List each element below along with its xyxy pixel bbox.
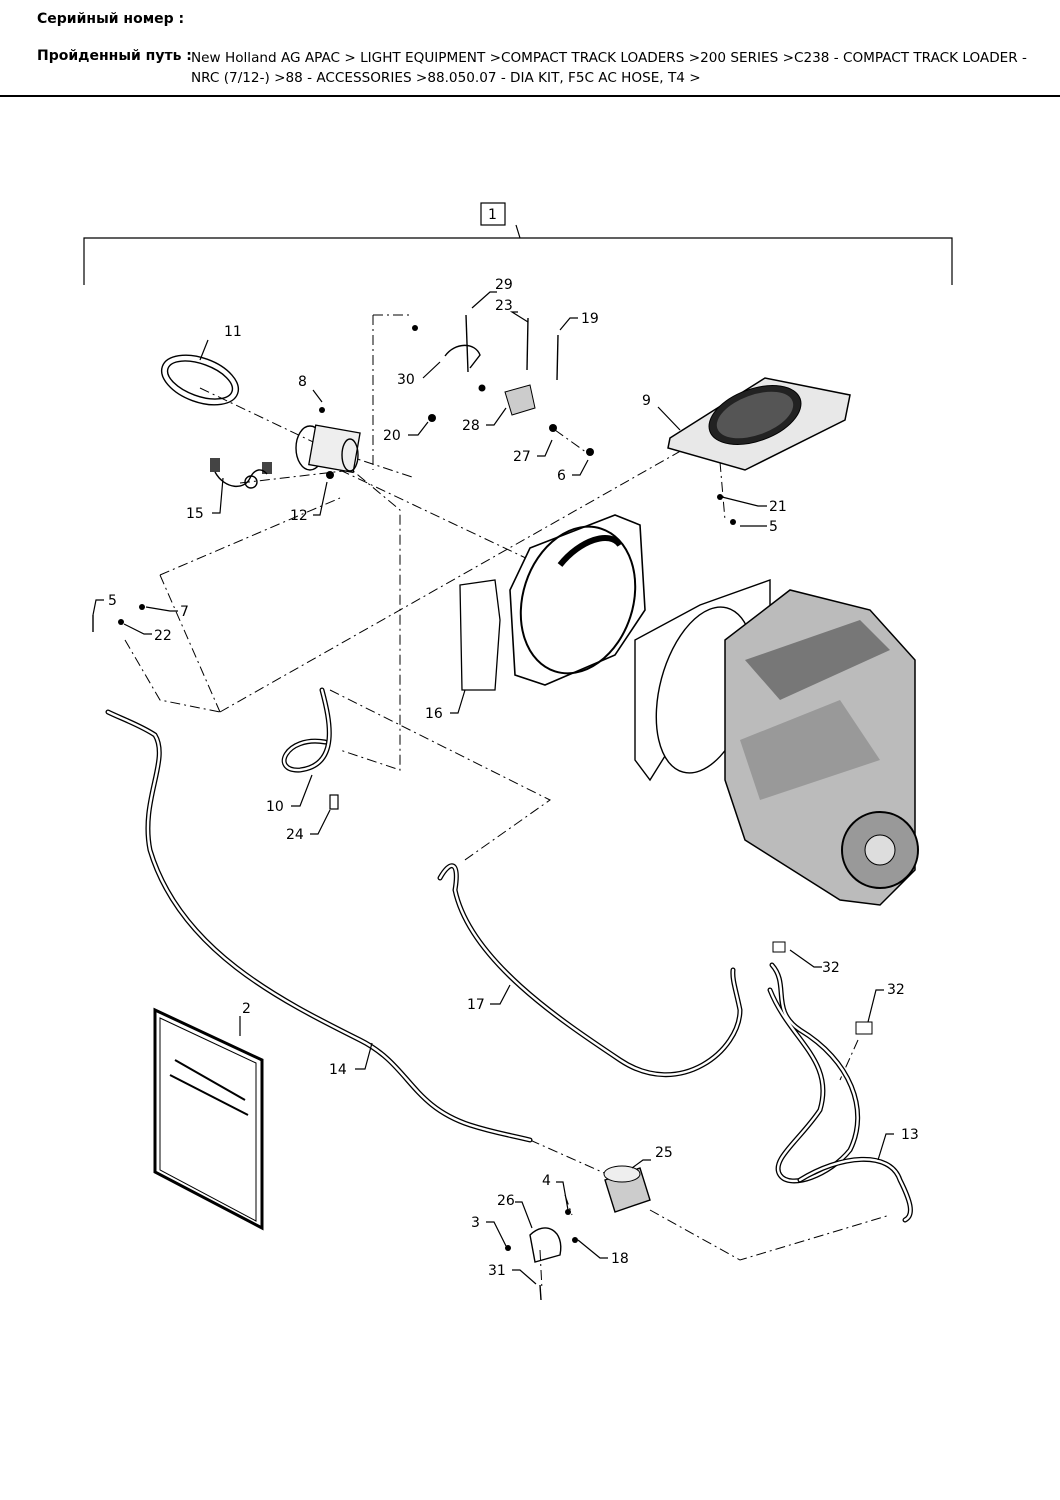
callout-7: 7 (180, 604, 189, 620)
callout-2: 2 (242, 1001, 251, 1017)
callout-labels: 29 23 19 11 30 8 9 20 28 27 6 15 12 21 5… (108, 277, 919, 1279)
callout-25: 25 (655, 1145, 673, 1161)
callout-10: 10 (266, 799, 284, 815)
connection-lines (124, 314, 891, 1291)
callout-19: 19 (581, 311, 599, 327)
callout-9: 9 (642, 393, 651, 409)
breadcrumb-line-1: New Holland AG APAC > LIGHT EQUIPMENT >C… (191, 50, 1027, 66)
bolt-5-right (730, 519, 736, 525)
callout-16: 16 (425, 706, 443, 722)
callout-29: 29 (495, 277, 513, 293)
left-fasteners (92, 604, 145, 632)
condenser-fan-icon (667, 377, 851, 471)
callout-5-left: 5 (108, 593, 117, 609)
serial-number-label: Серийный номер : (37, 11, 185, 27)
breadcrumb-label: Пройденный путь : (37, 48, 192, 64)
mounting-bracket (319, 314, 594, 456)
receiver-drier-icon (603, 1165, 651, 1213)
ac-hose-13 (767, 941, 913, 1223)
callout-17: 17 (467, 997, 485, 1013)
callout-27: 27 (513, 449, 531, 465)
gasket-ring (160, 354, 240, 406)
callout-11: 11 (224, 324, 242, 340)
callout-5-right: 5 (769, 519, 778, 535)
callout-28: 28 (462, 418, 480, 434)
ac-hose-14 (105, 709, 533, 1143)
callout-4: 4 (542, 1173, 551, 1189)
callout-18: 18 (611, 1251, 629, 1267)
callout-30: 30 (397, 372, 415, 388)
callout-13: 13 (901, 1127, 919, 1143)
engine-icon (634, 579, 919, 906)
ac-hose-17 (437, 863, 743, 1078)
callout-6: 6 (557, 468, 566, 484)
header-divider (0, 95, 1060, 97)
group-ref-label: 1 (488, 207, 497, 223)
breadcrumb: New Holland AG APAC > LIGHT EQUIPMENT >C… (191, 48, 1027, 88)
callout-31: 31 (488, 1263, 506, 1279)
compressor-icon (295, 424, 361, 479)
group-bracket: 1 (83, 202, 953, 285)
wiring-harness-icon (210, 458, 272, 489)
callout-22: 22 (154, 628, 172, 644)
mount-clamp (505, 1209, 578, 1301)
instruction-manual-icon (153, 1007, 264, 1231)
callout-24: 24 (286, 827, 304, 843)
ac-hose-10 (281, 687, 339, 810)
callout-23: 23 (495, 298, 513, 314)
callout-32-right: 32 (887, 982, 905, 998)
callout-20: 20 (383, 428, 401, 444)
washer-21 (717, 494, 723, 500)
callout-12: 12 (290, 508, 308, 524)
callout-21: 21 (769, 499, 787, 515)
callout-14: 14 (329, 1062, 347, 1078)
callout-3: 3 (471, 1215, 480, 1231)
breadcrumb-line-2: NRC (7/12-) >88 - ACCESSORIES >88.050.07… (191, 70, 701, 86)
callout-15: 15 (186, 506, 204, 522)
fan-shroud-icon (459, 514, 646, 691)
callout-leaders (92, 291, 894, 1285)
callout-8: 8 (298, 374, 307, 390)
callout-26: 26 (497, 1193, 515, 1209)
callout-32-top: 32 (822, 960, 840, 976)
